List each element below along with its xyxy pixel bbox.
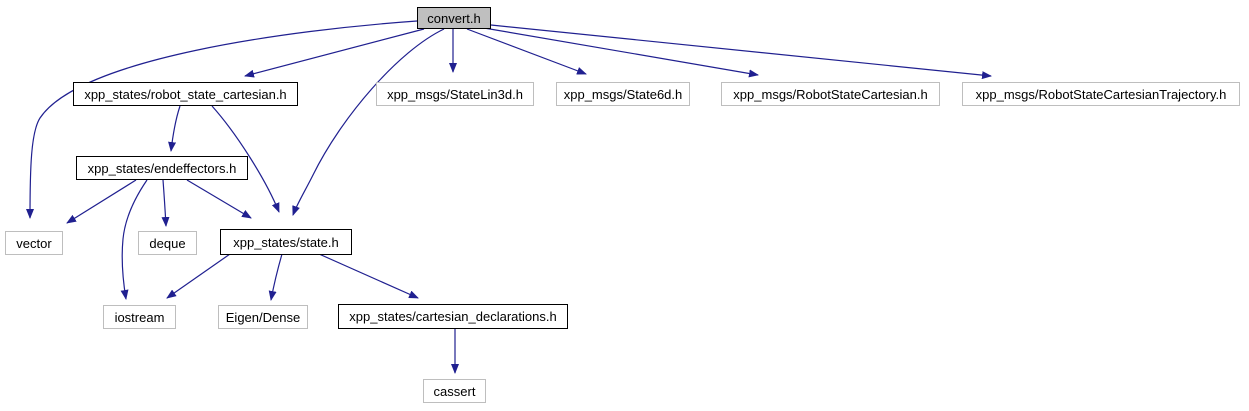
- node-state6d-h: xpp_msgs/State6d.h: [556, 82, 690, 106]
- edge-endeffectors-to-deque: [161, 179, 170, 227]
- node-vector: vector: [5, 231, 63, 255]
- edge-convert-to-state6d: [466, 28, 587, 75]
- node-iostream: iostream: [103, 305, 176, 329]
- node-cartesian-declarations-h[interactable]: xpp_states/cartesian_declarations.h: [338, 304, 568, 329]
- edge-robot-state-cartesian-to-state: [211, 105, 280, 213]
- edge-robot-state-cartesian-to-endeffectors: [168, 105, 181, 152]
- edge-convert-to-robotstatecartesian: [483, 27, 759, 78]
- edge-endeffectors-to-iostream: [120, 179, 148, 300]
- node-robotstatecartesiantrajectory-h: xpp_msgs/RobotStateCartesianTrajectory.h: [962, 82, 1240, 106]
- node-state-h[interactable]: xpp_states/state.h: [220, 229, 352, 255]
- edge-convert-to-state: [292, 28, 445, 216]
- node-convert-h: convert.h: [417, 7, 491, 29]
- edge-state-to-iostream: [166, 253, 231, 299]
- edge-state-to-cartesian-declarations: [318, 253, 419, 299]
- node-eigen-dense: Eigen/Dense: [218, 305, 308, 329]
- node-endeffectors-h[interactable]: xpp_states/endeffectors.h: [76, 156, 248, 180]
- edge-endeffectors-to-vector: [66, 179, 137, 224]
- node-robot-state-cartesian-h[interactable]: xpp_states/robot_state_cartesian.h: [73, 82, 298, 106]
- node-deque: deque: [138, 231, 197, 255]
- edge-convert-to-robot-state-cartesian: [244, 28, 425, 78]
- node-cassert: cassert: [423, 379, 486, 403]
- edge-convert-to-robotstatecartesiantrajectory: [490, 24, 992, 80]
- edge-state-to-eigen-dense: [268, 253, 283, 301]
- node-statelin3d-h: xpp_msgs/StateLin3d.h: [376, 82, 534, 106]
- edge-endeffectors-to-state: [186, 179, 252, 219]
- node-robotstatecartesian-h: xpp_msgs/RobotStateCartesian.h: [721, 82, 940, 106]
